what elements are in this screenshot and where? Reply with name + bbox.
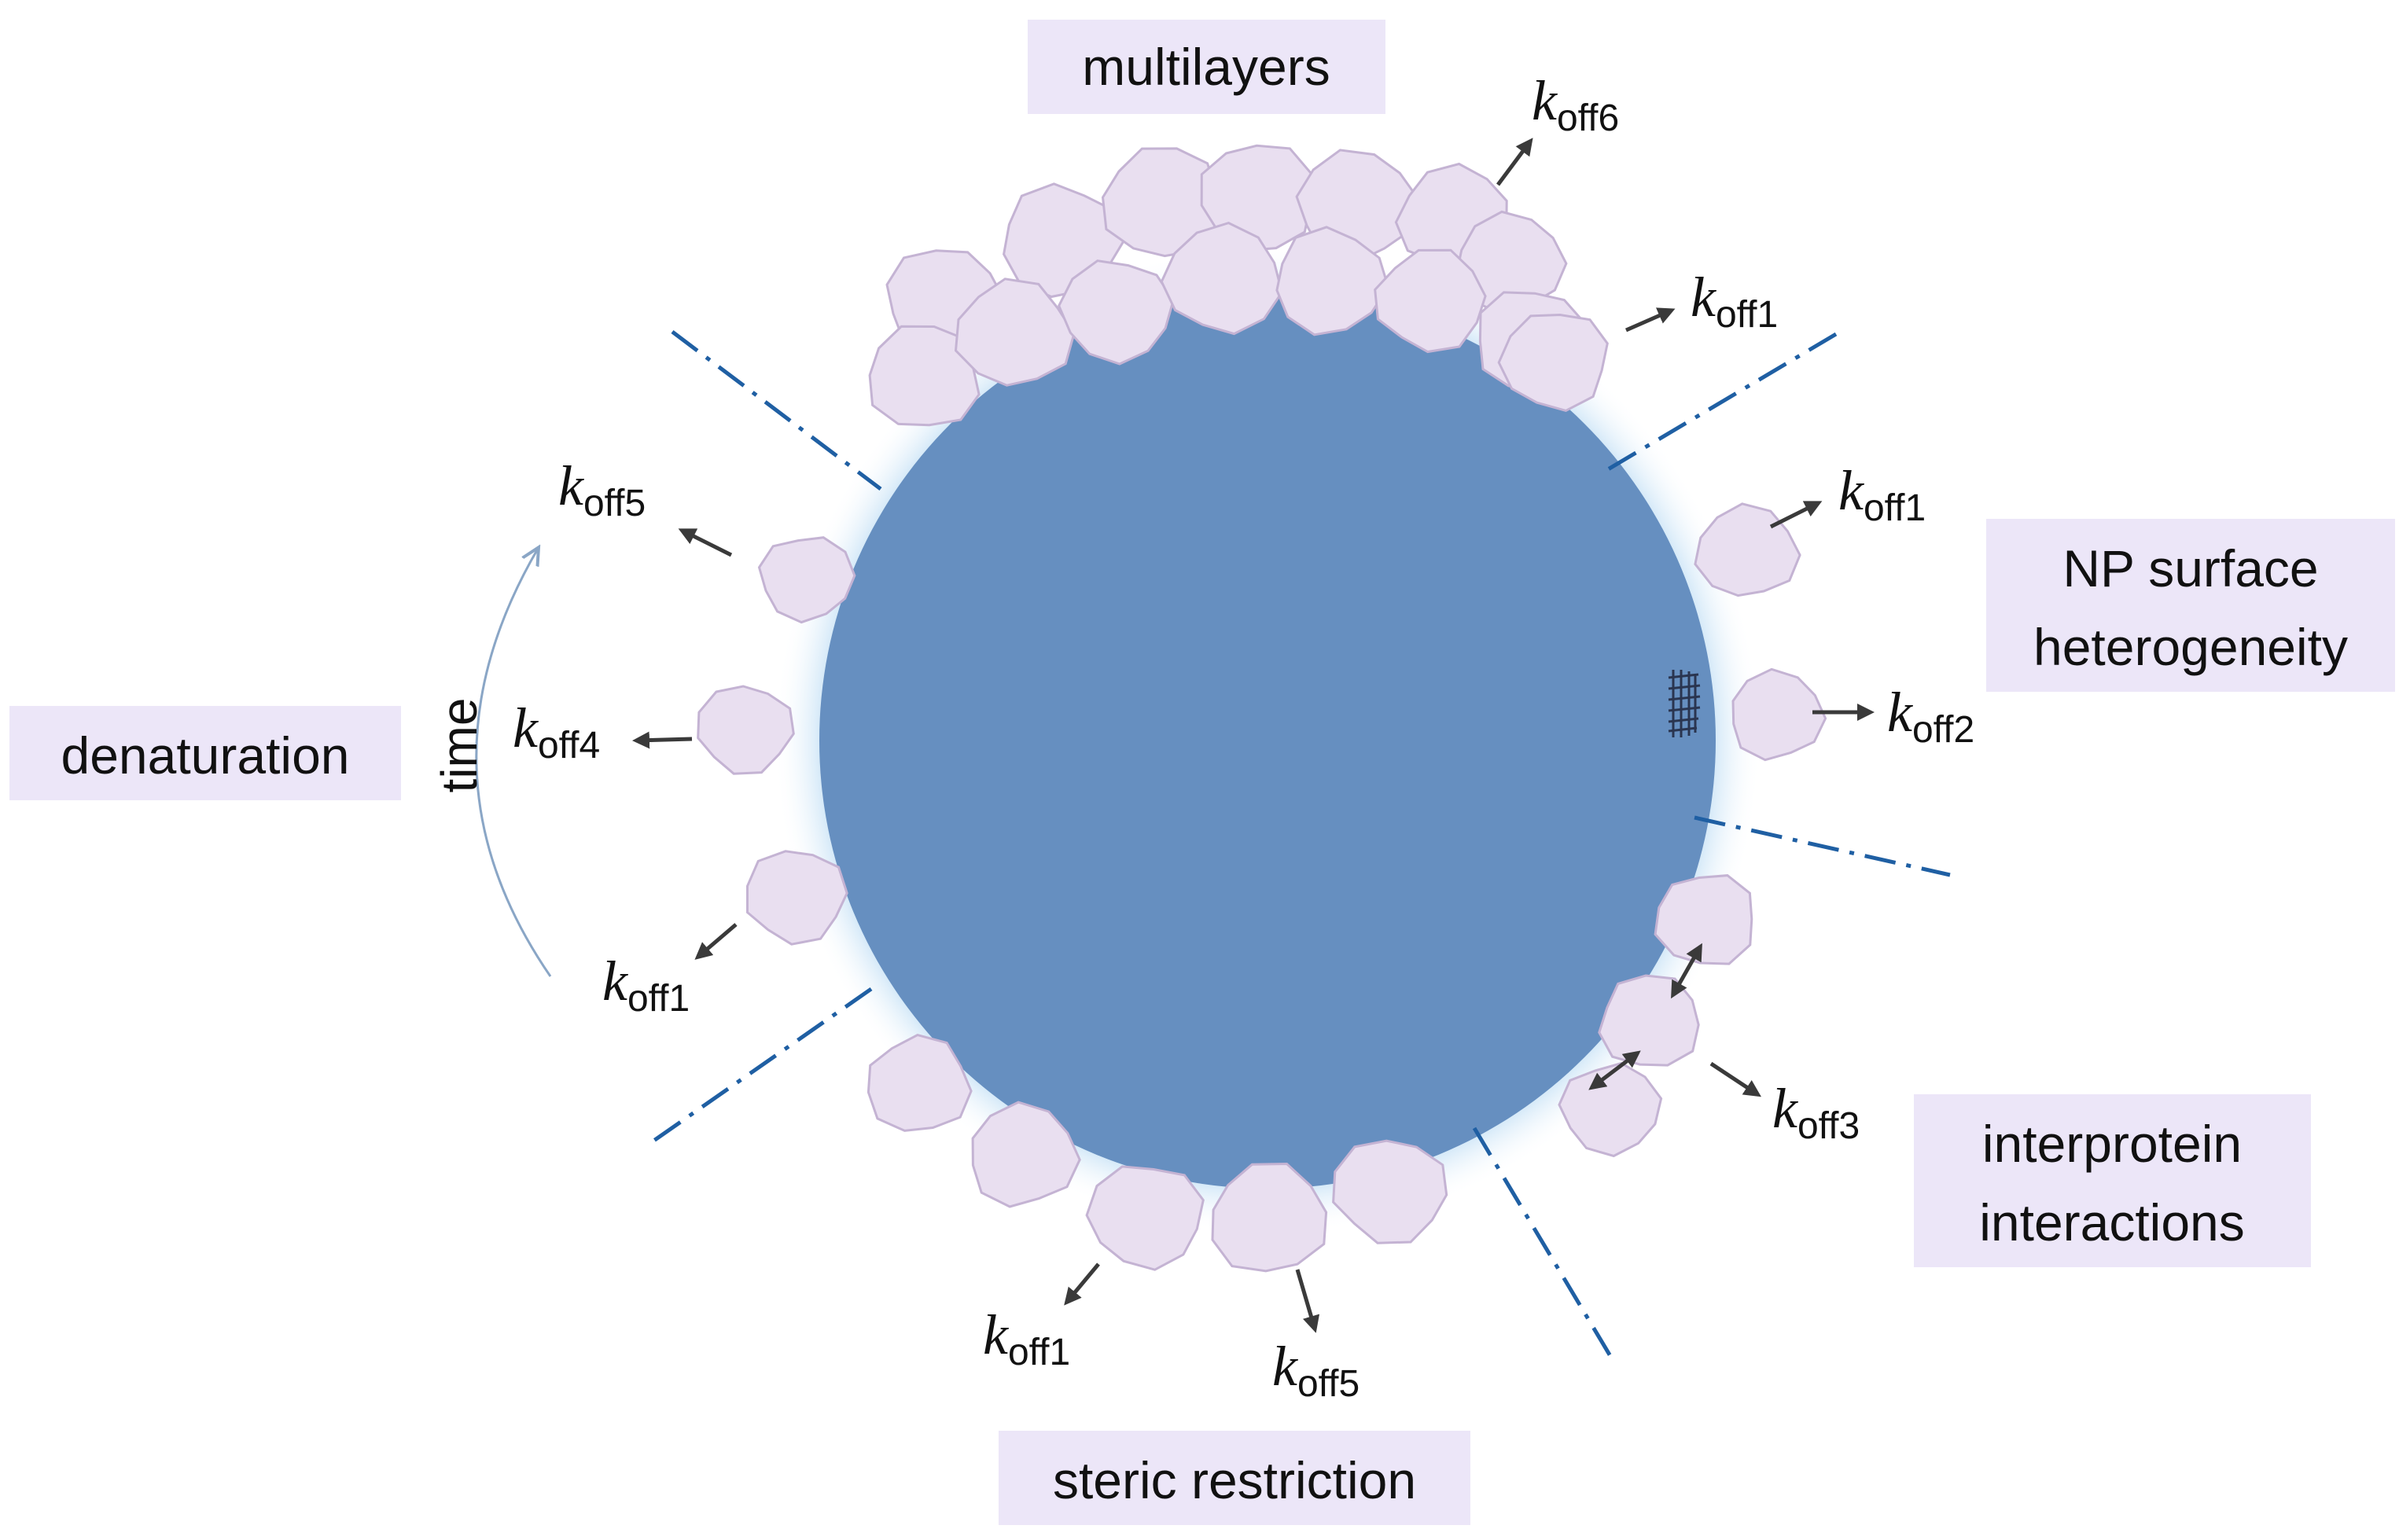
koff1-right-sub: off1 bbox=[1864, 487, 1926, 529]
multilayers-box bbox=[1028, 20, 1385, 114]
koff5-left-label: koff5 bbox=[558, 454, 646, 524]
nanoparticle bbox=[819, 292, 1716, 1189]
protein-blob bbox=[757, 536, 856, 624]
np-surface-box bbox=[1986, 519, 2395, 692]
np-surface-label-line1: NP surface bbox=[2062, 539, 2318, 597]
np-surface-label-line2: heterogeneity bbox=[2033, 618, 2348, 676]
protein-blob bbox=[1654, 874, 1753, 965]
protein-corona-front bbox=[697, 221, 1827, 1273]
koff1-left-sub: off1 bbox=[627, 978, 690, 1020]
koff1-left-k: k bbox=[602, 950, 629, 1013]
protein-blob bbox=[1332, 1139, 1448, 1244]
protein-blob bbox=[1058, 259, 1175, 366]
protein-blob bbox=[1694, 502, 1801, 597]
koff4-sub: off4 bbox=[538, 725, 600, 766]
arrow-koff6 bbox=[1496, 138, 1533, 186]
arrow-interaction-2 bbox=[1588, 1050, 1641, 1090]
koff5-left-sub: off5 bbox=[583, 483, 646, 524]
sector-dividers bbox=[651, 330, 1951, 1358]
koff6-k: k bbox=[1532, 69, 1558, 132]
koff1-bottom-label: koff1 bbox=[983, 1303, 1070, 1373]
divider-lower-left bbox=[651, 987, 873, 1144]
koff1-right-label: koff1 bbox=[1838, 459, 1926, 529]
multilayers-label: multilayers bbox=[1082, 38, 1330, 96]
arrow-koff4 bbox=[632, 731, 693, 749]
koff3-k: k bbox=[1772, 1077, 1799, 1140]
koff1-left-label: koff1 bbox=[602, 950, 690, 1020]
arrow-koff1-top bbox=[1624, 307, 1676, 333]
protein-blob bbox=[867, 1034, 973, 1132]
interprotein-box bbox=[1914, 1094, 2311, 1267]
koff1-top-k: k bbox=[1691, 266, 1717, 329]
koff5-bottom-sub: off5 bbox=[1297, 1363, 1360, 1405]
koff1-right-k: k bbox=[1838, 459, 1865, 522]
koff2-k: k bbox=[1887, 681, 1914, 744]
denaturation-label: denaturation bbox=[61, 726, 350, 785]
koff4-k: k bbox=[513, 696, 539, 759]
divider-upper-right bbox=[1602, 332, 1838, 474]
koff2-label: koff2 bbox=[1887, 681, 1974, 751]
interprotein-label-line2: interactions bbox=[1979, 1193, 2245, 1251]
protein-blob bbox=[697, 685, 795, 775]
koff5-bottom-k: k bbox=[1272, 1335, 1299, 1398]
koff3-label: koff3 bbox=[1772, 1077, 1860, 1147]
protein-blob bbox=[868, 325, 981, 427]
time-arrow bbox=[475, 549, 552, 977]
koff5-bottom-label: koff5 bbox=[1272, 1335, 1360, 1405]
koff6-label: koff6 bbox=[1532, 69, 1619, 139]
protein-blob bbox=[746, 850, 848, 946]
arrow-koff1-left bbox=[694, 923, 738, 960]
protein-blob bbox=[1085, 1165, 1205, 1271]
koff4-label: koff4 bbox=[513, 696, 600, 766]
protein-blob bbox=[1731, 667, 1827, 762]
koff5-left-k: k bbox=[558, 454, 585, 517]
protein-blob bbox=[1374, 248, 1487, 354]
protein-blob bbox=[971, 1101, 1081, 1208]
protein-blob bbox=[1160, 221, 1283, 336]
steric-restriction-label: steric restriction bbox=[1053, 1451, 1416, 1509]
divider-lower-right bbox=[1472, 1127, 1613, 1358]
arrow-koff1-right bbox=[1769, 501, 1823, 529]
arrow-koff3 bbox=[1709, 1061, 1762, 1097]
koff1-bottom-sub: off1 bbox=[1008, 1332, 1070, 1373]
label-boxes bbox=[9, 20, 2395, 1525]
interprotein-label-line1: interprotein bbox=[1982, 1115, 2242, 1173]
steric-box bbox=[999, 1431, 1470, 1525]
protein-blob bbox=[1497, 313, 1609, 413]
arrow-koff1-bottom bbox=[1064, 1263, 1100, 1306]
denaturation-box bbox=[9, 706, 401, 800]
koff1-top-sub: off1 bbox=[1716, 294, 1778, 336]
koff3-sub: off3 bbox=[1797, 1105, 1860, 1147]
koff1-bottom-k: k bbox=[983, 1303, 1010, 1366]
arrow-koff5-left bbox=[678, 528, 733, 557]
release-arrows bbox=[632, 138, 1875, 1333]
koff2-sub: off2 bbox=[1912, 709, 1974, 751]
surface-heterogeneity-patch bbox=[1668, 670, 1701, 737]
koff1-top-label: koff1 bbox=[1691, 266, 1778, 336]
divider-upper-left bbox=[671, 330, 882, 491]
koff6-sub: off6 bbox=[1557, 97, 1619, 139]
protein-blob bbox=[954, 277, 1076, 387]
divider-right bbox=[1694, 815, 1951, 877]
protein-blob bbox=[1211, 1162, 1328, 1273]
time-label: time bbox=[431, 698, 488, 793]
arrow-koff5-bottom bbox=[1295, 1269, 1320, 1333]
arrow-interaction-1 bbox=[1671, 943, 1702, 999]
